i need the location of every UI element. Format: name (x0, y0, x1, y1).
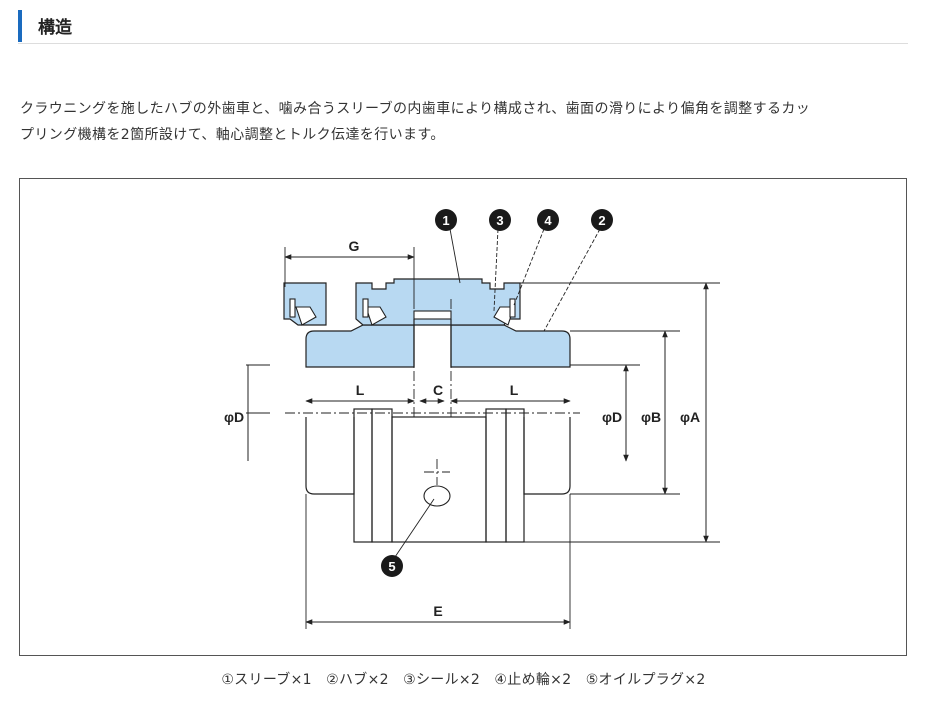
parts-caption: ①スリーブ×1 ②ハブ×2 ③シール×2 ④止め輪×2 ⑤オイルプラグ×2 (221, 672, 706, 688)
callout-4-number: 4 (544, 213, 552, 228)
intro-line-1: クラウニングを施したハブの外歯車と、噛み合うスリーブの内歯車により構成され、歯面… (20, 101, 811, 117)
callout-3-number: 3 (496, 213, 503, 228)
callout-2-number: 2 (598, 213, 605, 228)
retaining-ring-left (362, 298, 369, 318)
dim-label-g: G (349, 238, 360, 254)
dim-label-a: φA (680, 409, 700, 425)
sleeve-section (355, 278, 521, 326)
dim-label-e: E (433, 603, 442, 619)
dim-label-b: φB (641, 409, 661, 425)
callout-2: 2 (591, 209, 613, 231)
dim-label-d-right: φD (602, 409, 622, 425)
hub-right-flange-lower (505, 408, 525, 543)
seal-right (493, 306, 515, 326)
sleeve-flange-left-lower (371, 408, 393, 543)
structure-diagram-frame: G L C L E φD φD φB φA 1 3 (19, 178, 907, 656)
callout-1-number: 1 (442, 213, 449, 228)
coupling-diagram: G L C L E φD φD φB φA 1 3 (224, 209, 720, 629)
hub-left-flange-lower (353, 408, 373, 543)
seal-fragment (295, 306, 317, 326)
dim-label-l-right: L (510, 382, 519, 398)
callout-3: 3 (489, 209, 511, 231)
dim-label-d-left: φD (224, 409, 244, 425)
hub-right-section (450, 324, 571, 368)
dim-label-c: C (433, 382, 443, 398)
seal-left (365, 306, 387, 326)
sleeve-flange-right-lower (485, 408, 507, 543)
section-title: 構造 (38, 18, 72, 38)
retaining-ring-right (509, 298, 516, 318)
callout-5: 5 (381, 555, 403, 577)
intro-line-2: プリング機構を2箇所設けて、軸心調整とトルク伝達を行います。 (20, 127, 445, 143)
section-heading: 構造 (18, 8, 908, 44)
ring-fragment (289, 298, 296, 318)
hub-right-lower (523, 417, 571, 495)
hub-left-lower (305, 417, 355, 495)
hub-left-section (305, 324, 415, 368)
callout-1: 1 (435, 209, 457, 231)
callout-4: 4 (537, 209, 559, 231)
center-body-lower (391, 416, 487, 543)
oil-plug-hole (423, 485, 451, 507)
oil-passage (413, 310, 452, 320)
dim-label-l-left: L (356, 382, 365, 398)
heading-accent-bar (18, 10, 22, 42)
callout-5-number: 5 (388, 559, 395, 574)
intro-text: クラウニングを施したハブの外歯車と、噛み合うスリーブの内歯車により構成され、歯面… (20, 96, 900, 148)
